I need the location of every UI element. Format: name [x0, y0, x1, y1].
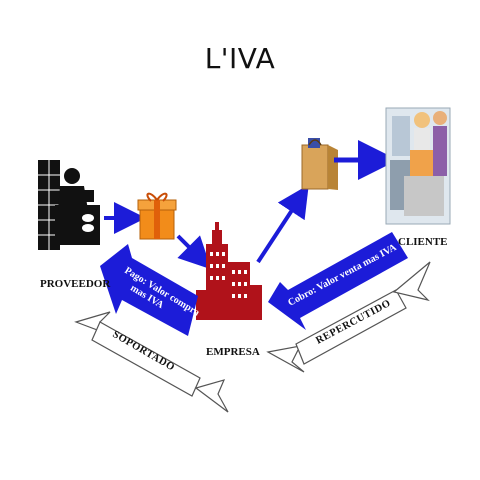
cliente-label: CLIENTE — [398, 236, 448, 248]
building-icon — [196, 222, 262, 320]
page-title: L'IVA — [204, 42, 276, 75]
empresa-label: EMPRESA — [206, 346, 260, 358]
arrow-product-to-company — [176, 234, 212, 270]
proveedor-label: PROVEEDOR — [40, 278, 111, 290]
supplier-icon — [38, 160, 100, 250]
shopping-bag-icon — [301, 138, 338, 190]
gift-box-icon — [137, 192, 177, 240]
client-icon — [385, 107, 451, 225]
arrow-company-to-product — [256, 184, 309, 264]
ribbon-soportado: SOPORTADO — [74, 311, 229, 413]
payment-arrow: Pago: Valor compra mas IVA — [100, 244, 201, 336]
